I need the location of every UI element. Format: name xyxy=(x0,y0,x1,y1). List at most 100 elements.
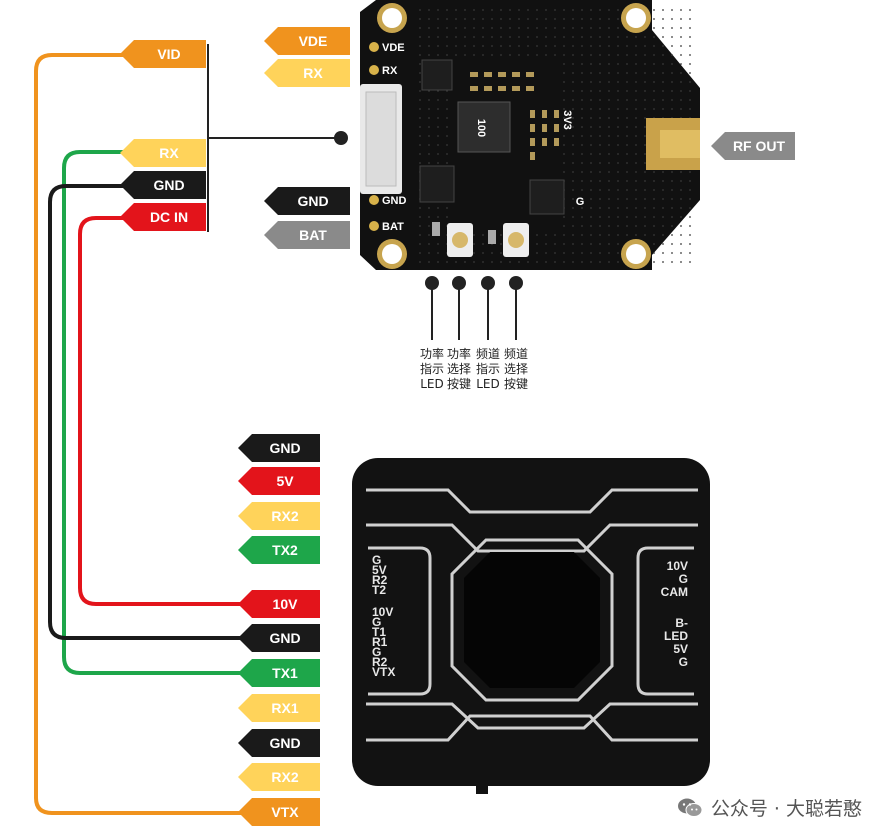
smd-part xyxy=(542,110,547,118)
fc-left-frame xyxy=(368,546,432,696)
rf-connector xyxy=(660,130,700,158)
silk-g: G xyxy=(576,196,585,208)
vtx-tag-vde: VDE xyxy=(264,27,350,55)
fc-pin-label: G xyxy=(372,645,381,659)
fc-rail xyxy=(366,702,698,730)
vtx-tag-bat-label: BAT xyxy=(299,227,327,243)
fc-pin-label: 10V xyxy=(667,559,688,573)
smd-part xyxy=(484,72,492,77)
fc-pin-label: LED xyxy=(664,629,688,643)
rf-out-tag-label: RF OUT xyxy=(733,138,786,154)
smd-part xyxy=(530,110,535,118)
button-note-text: LED xyxy=(476,377,500,391)
button-note-text: 按键 xyxy=(504,377,528,391)
smd-part xyxy=(542,124,547,132)
connector-tag-rx-label: RX xyxy=(159,145,179,161)
vtx-tag-gnd: GND xyxy=(264,187,350,215)
fc-tag-rx2: RX2 xyxy=(238,763,320,791)
inductor-label: 100 xyxy=(475,119,487,137)
fc-tag-tx2-label: TX2 xyxy=(272,542,298,558)
mount-hole xyxy=(626,244,646,264)
wire-gnd xyxy=(48,184,248,640)
button-note-text: 功率 xyxy=(447,346,471,361)
fc-tag-tx2: TX2 xyxy=(238,536,320,564)
mount-hole xyxy=(382,244,402,264)
smd-part xyxy=(530,152,535,160)
smd-part xyxy=(470,86,478,91)
connector-tag-dc-in: DC IN xyxy=(120,203,206,231)
chip xyxy=(419,165,455,203)
connector-tag-vid-label: VID xyxy=(157,46,180,62)
silk-vde: VDE xyxy=(382,42,405,54)
fc-tag-gnd: GND xyxy=(238,729,320,757)
push-button-cap xyxy=(452,232,468,248)
fc-pin-label: CAM xyxy=(661,585,688,599)
fc-tag-10v-label: 10V xyxy=(273,596,299,612)
fc-tag-tx1: TX1 xyxy=(238,659,320,687)
fc-tag-gnd: GND xyxy=(238,624,320,652)
button-note-text: 功率 xyxy=(420,346,444,361)
push-button-cap xyxy=(508,232,524,248)
silk-gnd: GND xyxy=(382,195,407,207)
smd-part xyxy=(554,138,559,146)
wechat-icon xyxy=(677,798,703,817)
fc-pin-label: VTX xyxy=(372,665,395,679)
fc-rail xyxy=(366,523,698,553)
solder-pad xyxy=(369,65,379,75)
watermark-text: 公众号 · 大聪若憨 xyxy=(710,798,862,820)
fc-pin-label: 10V xyxy=(372,605,393,619)
fc-pin-label: R2 xyxy=(372,655,388,669)
fc-center xyxy=(464,552,600,688)
smd-part xyxy=(530,138,535,146)
button-note-text: 选择 xyxy=(504,362,528,376)
smd-part xyxy=(554,110,559,118)
chip xyxy=(529,179,565,215)
fc-tag-rx1-label: RX1 xyxy=(271,700,298,716)
wire-video xyxy=(34,53,248,815)
fc-rail xyxy=(366,488,698,514)
solder-pad xyxy=(369,42,379,52)
smd-part xyxy=(484,86,492,91)
connector-tag-vid: VID xyxy=(120,40,206,68)
fc-pin-label: 5V xyxy=(673,642,688,656)
fc-pin-label: G xyxy=(372,615,381,629)
smd-part xyxy=(498,86,506,91)
fc-pin-label: R1 xyxy=(372,635,388,649)
silk-3v3: 3V3 xyxy=(561,110,573,130)
wire-power xyxy=(78,216,248,606)
fc-tag-5v: 5V xyxy=(238,467,320,495)
fc-tag-rx2-label: RX2 xyxy=(271,508,298,524)
connector-tag-gnd: GND xyxy=(120,171,206,199)
vtx-tag-gnd-label: GND xyxy=(297,193,328,209)
vtx-tag-rx-label: RX xyxy=(303,65,323,81)
fc-right-frame xyxy=(636,546,694,696)
fc-tag-rx2: RX2 xyxy=(238,502,320,530)
fc-tag-5v-label: 5V xyxy=(276,473,294,489)
connector-tag-gnd-label: GND xyxy=(153,177,184,193)
smd-part xyxy=(542,138,547,146)
fc-tag-rx1: RX1 xyxy=(238,694,320,722)
fc-center-frame xyxy=(450,538,614,702)
silk-bat: BAT xyxy=(382,221,404,233)
button-note-text: 频道 xyxy=(476,347,500,361)
button-note-text: 指示 xyxy=(420,361,444,376)
wire-rx xyxy=(62,150,248,675)
connector-tag-rx: RX xyxy=(120,139,206,167)
connector-tag-dc-in-label: DC IN xyxy=(150,209,188,225)
button-note-text: 选择 xyxy=(447,362,471,376)
inductor xyxy=(457,101,511,153)
fc-tag-10v: 10V xyxy=(238,590,320,618)
rf-out-tag: RF OUT xyxy=(711,132,795,160)
fc-tag-gnd: GND xyxy=(238,434,320,462)
smd-part xyxy=(554,124,559,132)
smd-part xyxy=(530,124,535,132)
watermark: 公众号 · 大聪若憨 xyxy=(677,794,862,821)
fc-tag-rx2-label: RX2 xyxy=(271,769,298,785)
silk-rx: RX xyxy=(382,65,398,77)
fc-pin-label: B- xyxy=(675,616,688,630)
vtx-tag-rx: RX xyxy=(264,59,350,87)
